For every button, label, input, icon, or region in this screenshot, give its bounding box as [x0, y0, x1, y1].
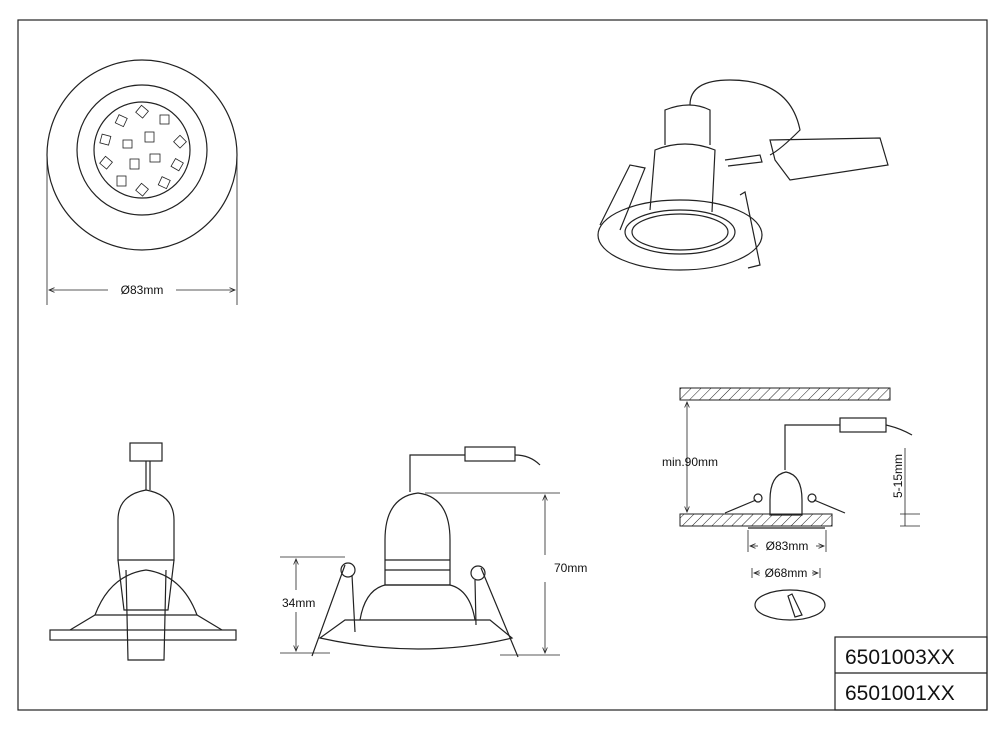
ceiling-top	[679, 387, 891, 401]
ceiling-panel	[679, 513, 833, 527]
title-block: 6501003XX 6501001XX	[834, 636, 988, 711]
side-view: 70mm 34mm	[280, 446, 587, 658]
drawing-frame	[17, 19, 988, 711]
top-view: Ø83mm	[46, 59, 238, 305]
cutout-diameter-label: Ø68mm	[765, 566, 808, 580]
ceiling-thickness-label: 5-15mm	[891, 454, 905, 498]
ceiling-clearance-label: min.90mm	[662, 455, 718, 469]
perspective-view	[597, 79, 889, 271]
clip-height-label: 34mm	[282, 596, 315, 610]
product-code-1: 6501003XX	[845, 646, 955, 669]
installation-view: min.90mm 5-15mm Ø83mm Ø68mm	[662, 387, 920, 621]
led-chips	[99, 104, 187, 197]
product-code-2: 6501001XX	[845, 682, 955, 705]
top-diameter-label: Ø83mm	[121, 283, 164, 297]
outer-diameter-label: Ø83mm	[766, 539, 809, 553]
front-view	[49, 442, 237, 661]
height-label: 70mm	[554, 561, 587, 575]
